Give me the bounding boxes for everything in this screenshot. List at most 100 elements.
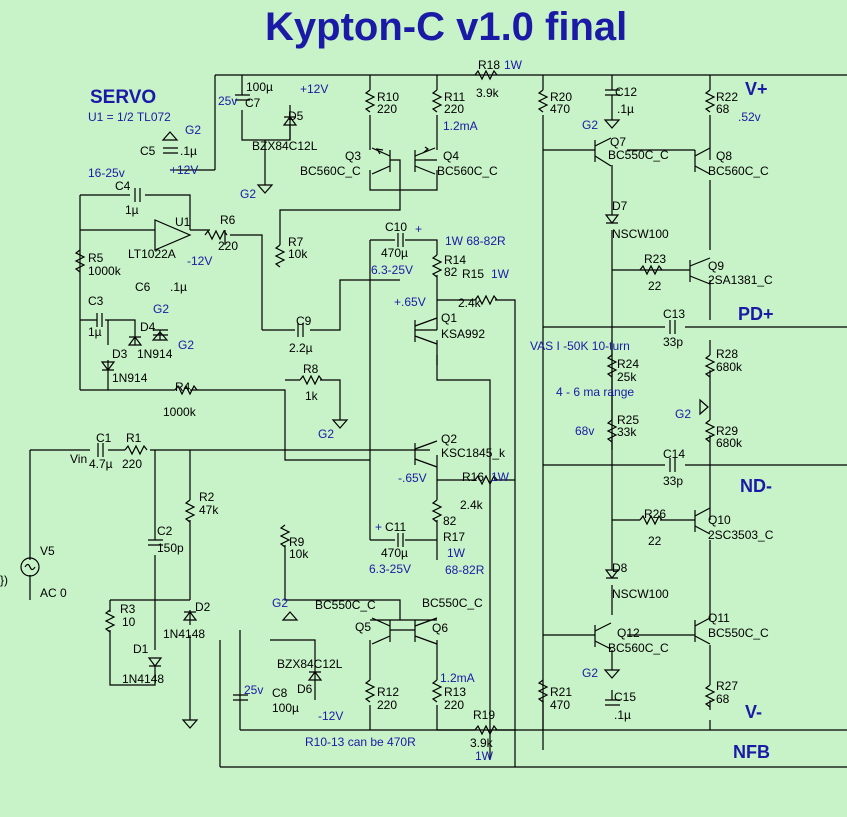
diode-d7 [604, 214, 620, 224]
g2-7: G2 [582, 118, 598, 132]
label-q1v: KSA992 [441, 327, 485, 341]
diode-d6 [307, 671, 323, 681]
label-r11: R11 [444, 90, 465, 104]
note-065p: +.65V [394, 295, 426, 309]
label-r19: R19 [473, 708, 495, 722]
label-r13v: 220 [444, 698, 464, 712]
label-c14: C14 [663, 447, 685, 461]
resistor-r15 [474, 294, 498, 306]
label-r16v: 2.4k [460, 498, 484, 512]
capacitor-c11 [397, 533, 404, 547]
label-r27v: 68 [716, 692, 730, 706]
label-r18: R18 [478, 58, 500, 72]
label-r8v: 1k [305, 389, 319, 403]
label-r23: R23 [644, 252, 666, 266]
capacitor-c12 [605, 89, 620, 110]
capacitor-c7 [235, 94, 250, 101]
net-ndminus: ND- [740, 476, 772, 496]
label-r3v: 10 [122, 615, 136, 629]
capacitors [96, 89, 676, 706]
note-cur2: 1.2mA [440, 671, 475, 685]
label-r14: R14 [444, 253, 466, 267]
diode-d1 [147, 657, 163, 667]
resistor-r5 [74, 249, 86, 273]
resistor-r4 [174, 384, 198, 396]
label-c12: C12 [615, 85, 637, 99]
net-vplus: V+ [745, 79, 768, 99]
servo-note: U1 = 1/2 TL072 [88, 110, 171, 124]
label-r28: R28 [716, 347, 738, 361]
label-q1: Q1 [441, 311, 457, 325]
transistor-q7 [594, 137, 612, 167]
label-q5v: BC550C_C [315, 598, 376, 612]
label-r28v: 680k [716, 360, 743, 374]
resistor-r22 [704, 89, 716, 113]
label-c11-plus: + [375, 520, 382, 534]
net-vminus: V- [745, 702, 762, 722]
note-w1: 1W [447, 546, 466, 560]
capacitor-c8 [233, 694, 248, 701]
label-r10: R10 [377, 90, 399, 104]
resistor-r2 [184, 499, 196, 523]
note-ac: AC 0 [40, 586, 67, 600]
label-u1: U1 [175, 215, 191, 229]
label-q4v: BC560C_C [437, 164, 498, 178]
resistor-r10 [364, 89, 376, 113]
label-c2: C2 [157, 524, 173, 538]
net-m12-servo: -12V [187, 254, 212, 268]
label-r7: R7 [288, 235, 304, 249]
transistor-q5 [371, 617, 391, 645]
label-q8: Q8 [716, 149, 732, 163]
note-range: 4 - 6 ma range [556, 385, 634, 399]
capacitor-c13 [669, 320, 676, 334]
wires [29, 74, 847, 768]
note-cur1: 1.2mA [443, 119, 478, 133]
label-c11v: 470µ [381, 546, 408, 560]
label-r4: R4 [175, 380, 191, 394]
resistor-r28 [704, 354, 716, 378]
net-p12-servo: +12V [170, 163, 198, 177]
label-d7: D7 [612, 199, 628, 213]
diode-d3 [100, 361, 116, 371]
label-u1v: LT1022A [128, 247, 176, 261]
label-c9v: 2.2µ [289, 341, 313, 355]
transistor-q9 [689, 257, 711, 285]
diode-d2 [182, 611, 198, 621]
g2-2: G2 [240, 187, 256, 201]
title: Kypton-C v1.0 final [265, 5, 627, 49]
opamp-u1 [154, 219, 192, 251]
label-d2v: 1N4148 [163, 627, 205, 641]
labels: Kypton-C v1.0 final SERVO U1 = 1/2 TL072… [0, 5, 774, 763]
label-c9: C9 [296, 314, 312, 328]
label-c15v: .1µ [614, 708, 631, 722]
label-d6: D6 [297, 682, 313, 696]
label-d3v: 1N914 [112, 371, 148, 385]
label-r8: R8 [303, 362, 319, 376]
label-r26v: 22 [648, 534, 662, 548]
label-q11: Q11 [708, 611, 730, 625]
label-r6: R6 [220, 213, 236, 227]
resistors [74, 69, 716, 736]
resistor-r18 [474, 69, 498, 81]
resistor-r13 [431, 679, 443, 703]
servo-heading: SERVO [90, 87, 156, 108]
note-w68b: 68-82R [445, 563, 485, 577]
label-r23v: 22 [648, 279, 662, 293]
transistor-q11 [694, 617, 711, 645]
label-q12v: BC560C_C [608, 641, 669, 655]
label-d1: D1 [133, 642, 149, 656]
resistor-r7 [274, 244, 286, 268]
label-r3: R3 [120, 602, 136, 616]
label-c4: C4 [115, 179, 131, 193]
label-r2: R2 [199, 490, 215, 504]
label-r18v: 3.9k [476, 86, 500, 100]
resistor-r19 [474, 724, 498, 736]
label-r19v: 3.9k [470, 736, 494, 750]
label-q9v: 2SA1381_C [708, 273, 773, 287]
resistor-r29 [704, 419, 716, 443]
label-c11: C11 [385, 520, 406, 534]
capacitor-c15 [605, 699, 620, 706]
diode-d4 [127, 336, 143, 346]
label-r5: R5 [88, 251, 104, 265]
